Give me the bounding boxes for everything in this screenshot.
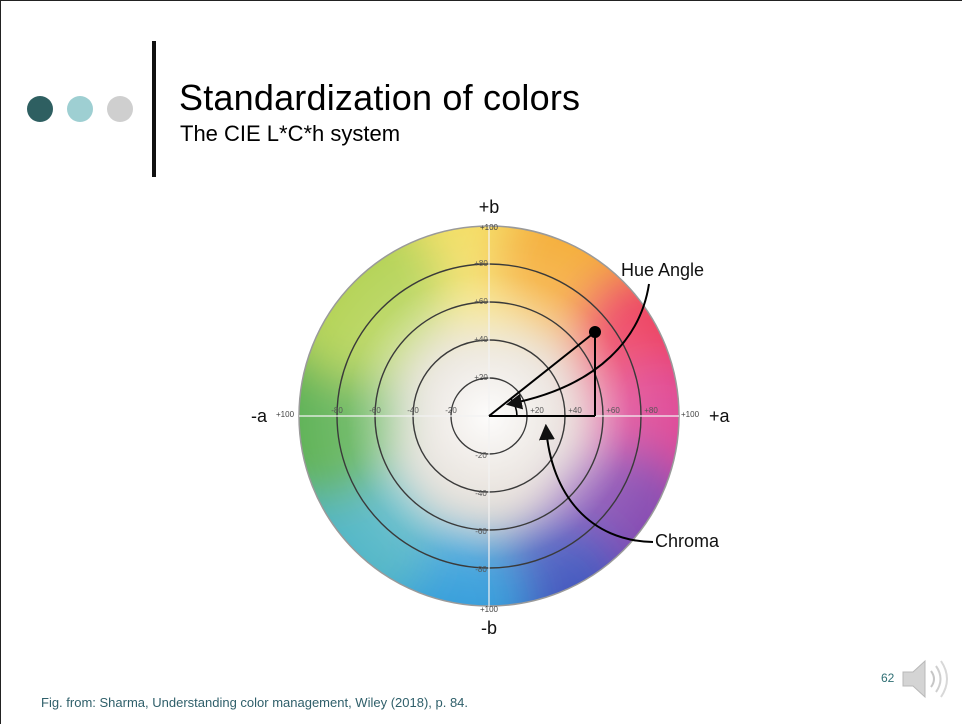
a-tick: +40 [568, 406, 582, 415]
b-tick: -60 [475, 527, 487, 536]
chroma-arrow [538, 423, 654, 543]
bullet-dot-1 [27, 96, 53, 122]
b-tick: -20 [475, 451, 487, 460]
b-tick: +80 [474, 259, 488, 268]
axis-label-neg-a: -a [251, 406, 268, 426]
a-tick: +80 [644, 406, 658, 415]
lch-color-diagram: +b -b -a +a +100 +100 +100 +100 +80 +60 … [251, 197, 731, 638]
tick-top-end: +100 [480, 223, 499, 232]
b-tick: -40 [475, 489, 487, 498]
a-tick: -40 [407, 406, 419, 415]
b-tick: +40 [474, 335, 488, 344]
chroma-label: Chroma [655, 531, 720, 551]
a-tick: -60 [369, 406, 381, 415]
bullet-dot-3 [107, 96, 133, 122]
a-tick: +60 [606, 406, 620, 415]
axis-label-pos-b: +b [479, 197, 500, 217]
hue-angle-arrow [505, 283, 650, 410]
slide-title: Standardization of colors [179, 77, 581, 118]
tick-right-end: +100 [681, 410, 700, 419]
b-tick: -80 [475, 565, 487, 574]
figure-citation: Fig. from: Sharma, Understanding color m… [41, 695, 469, 710]
tick-left-end: +100 [276, 410, 295, 419]
hue-angle-label: Hue Angle [621, 260, 704, 280]
title-divider [152, 41, 156, 177]
b-tick: +60 [474, 297, 488, 306]
a-tick: -20 [445, 406, 457, 415]
axis-label-neg-b: -b [481, 618, 497, 638]
b-tick: +20 [474, 373, 488, 382]
axis-label-pos-a: +a [709, 406, 731, 426]
page-number: 62 [881, 671, 895, 685]
tick-bottom-end: +100 [480, 605, 499, 614]
bullet-dot-2 [67, 96, 93, 122]
color-point [589, 326, 601, 338]
slide-subtitle: The CIE L*C*h system [180, 121, 401, 146]
a-tick: +20 [530, 406, 544, 415]
speaker-icon[interactable] [899, 657, 951, 706]
a-tick: -80 [331, 406, 343, 415]
